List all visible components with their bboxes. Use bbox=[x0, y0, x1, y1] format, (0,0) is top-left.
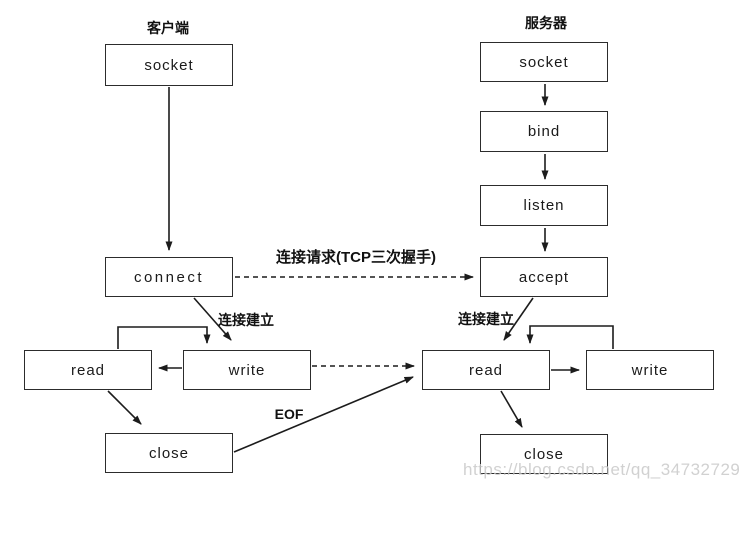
node-server-write-label: write bbox=[631, 361, 669, 379]
node-server-listen: listen bbox=[480, 185, 608, 226]
node-server-listen-label: listen bbox=[523, 197, 565, 214]
label-established-client: 连接建立 bbox=[218, 312, 274, 328]
node-server-accept: accept bbox=[480, 257, 608, 297]
edge-connect-write bbox=[193, 297, 232, 341]
label-established-server: 连接建立 bbox=[458, 311, 514, 327]
node-client-socket-label: socket bbox=[144, 56, 194, 74]
node-client-connect-label: connect bbox=[133, 268, 205, 286]
node-client-close-label: close bbox=[148, 444, 190, 462]
node-server-read-label: read bbox=[468, 361, 504, 379]
node-client-connect: connect bbox=[105, 257, 233, 297]
client-column-header: 客户端 bbox=[147, 20, 189, 36]
node-server-socket-label: socket bbox=[519, 53, 569, 71]
node-server-close: close bbox=[480, 434, 608, 474]
node-client-read-label: read bbox=[70, 361, 106, 379]
node-server-socket: socket bbox=[480, 42, 608, 82]
server-column-header: 服务器 bbox=[525, 15, 567, 31]
edge-accept-read bbox=[503, 297, 534, 341]
node-server-write: write bbox=[586, 350, 714, 390]
edge-close-read-eof bbox=[233, 376, 414, 453]
node-client-close: close bbox=[105, 433, 233, 473]
node-client-socket: socket bbox=[105, 44, 233, 86]
edge-client-read-write-loop bbox=[117, 326, 211, 349]
node-server-read: read bbox=[422, 350, 550, 390]
node-client-write-label: write bbox=[228, 361, 266, 379]
label-connect-request: 连接请求(TCP三次握手) bbox=[276, 249, 436, 266]
watermark: https://blog.csdn.net/qq_34732729 bbox=[463, 460, 741, 479]
node-client-write: write bbox=[183, 350, 311, 390]
label-eof: EOF bbox=[274, 406, 304, 422]
node-server-accept-label: accept bbox=[518, 268, 570, 286]
node-server-close-label: close bbox=[523, 445, 565, 463]
edge-server-read-close bbox=[500, 390, 523, 428]
node-client-read: read bbox=[24, 350, 152, 390]
node-server-bind-label: bind bbox=[527, 123, 561, 140]
edge-server-write-read-loop bbox=[526, 325, 614, 349]
node-server-bind: bind bbox=[480, 111, 608, 152]
edge-client-read-close bbox=[107, 390, 142, 425]
